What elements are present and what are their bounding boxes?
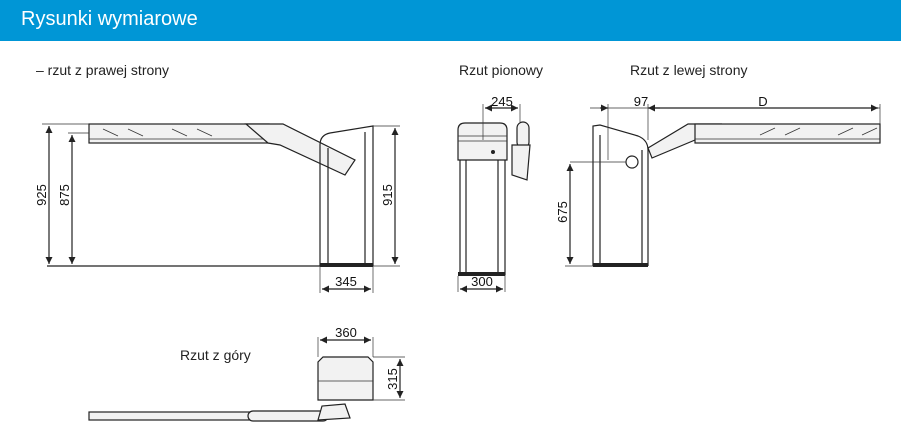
dim-345: 345	[335, 274, 357, 289]
dim-360: 360	[335, 325, 357, 340]
left-side-view: Rzut z lewej strony 675 97 D	[555, 62, 881, 267]
top-view: Rzut z góry 360 315	[88, 325, 405, 422]
dim-925: 925	[34, 184, 49, 206]
dim-315: 315	[385, 368, 400, 390]
dim-915: 915	[380, 184, 395, 206]
left-view-title: Rzut z lewej strony	[630, 62, 747, 78]
right-side-view: – rzut z prawej strony 925 875 915 345	[34, 62, 400, 293]
dim-300: 300	[471, 274, 493, 289]
top-view-title: Rzut z góry	[180, 347, 251, 363]
dim-D: D	[758, 94, 767, 109]
front-view-title: Rzut pionowy	[459, 62, 543, 78]
section-header: Rysunki wymiarowe	[0, 0, 901, 41]
dim-875: 875	[57, 184, 72, 206]
dim-97: 97	[634, 94, 648, 109]
right-view-title: – rzut z prawej strony	[36, 62, 169, 78]
section-title: Rysunki wymiarowe	[21, 8, 198, 30]
dim-675: 675	[555, 201, 570, 223]
front-view: Rzut pionowy 245 300	[457, 62, 543, 293]
dim-245: 245	[491, 94, 513, 109]
